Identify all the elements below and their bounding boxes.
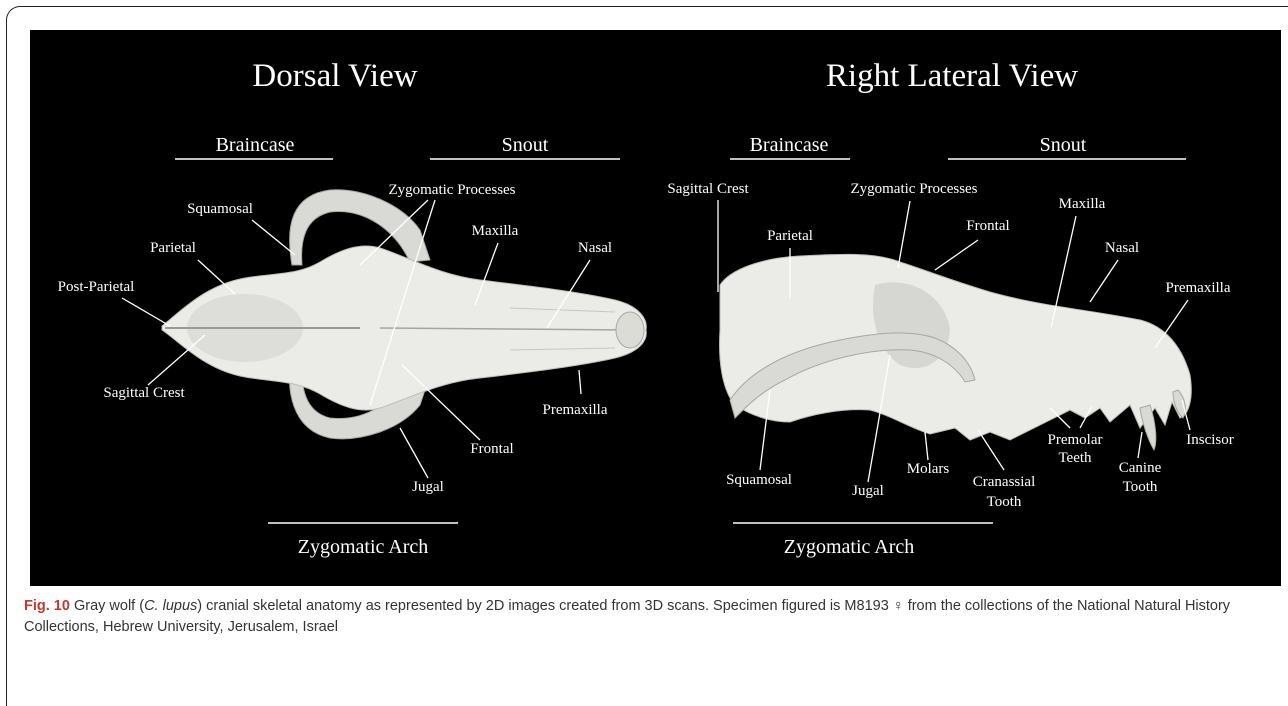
- dorsal-snout-header: Snout: [502, 134, 549, 156]
- lateral-label-molars: Molars: [907, 461, 950, 477]
- lateral-label-zygomatic-processes: Zygomatic Processes: [850, 181, 977, 197]
- lateral-label-premolar-teeth-1: Premolar: [1048, 432, 1103, 448]
- lateral-label-nasal: Nasal: [1105, 240, 1139, 256]
- lateral-label-inscisor: Inscisor: [1186, 432, 1234, 448]
- dorsal-label-jugal: Jugal: [412, 479, 444, 495]
- dorsal-leader-jugal: [400, 428, 428, 478]
- lateral-label-carnassial-tooth-1: Cranassial: [973, 474, 1035, 490]
- dorsal-label-nasal: Nasal: [578, 240, 612, 256]
- lateral-braincase-header: Braincase: [750, 134, 829, 156]
- figure-caption: Fig. 10 Gray wolf (C. lupus) cranial ske…: [24, 596, 1274, 638]
- dorsal-view: Dorsal View Braincase Snout Squamosal Zy…: [58, 58, 647, 558]
- dorsal-leader-post-parietal: [122, 298, 170, 326]
- dorsal-leader-squamosal: [252, 220, 295, 255]
- lateral-leader-frontal: [935, 240, 978, 270]
- lateral-leader-zygomatic-processes: [898, 201, 910, 268]
- lateral-label-premolar-teeth-2: Teeth: [1058, 450, 1092, 466]
- dorsal-label-zygomatic-processes: Zygomatic Processes: [388, 182, 515, 198]
- lateral-leader-molars: [925, 432, 928, 460]
- lateral-view-title: Right Lateral View: [826, 58, 1078, 94]
- dorsal-braincase-header: Braincase: [216, 134, 295, 156]
- lateral-label-jugal: Jugal: [852, 483, 884, 499]
- dorsal-label-maxilla: Maxilla: [472, 223, 519, 239]
- dorsal-arch-header: Zygomatic Arch: [298, 536, 429, 558]
- lateral-label-sagittal-crest: Sagittal Crest: [667, 181, 749, 197]
- lateral-label-squamosal: Squamosal: [726, 472, 792, 488]
- lateral-label-premaxilla: Premaxilla: [1166, 280, 1231, 296]
- dorsal-view-title: Dorsal View: [252, 58, 417, 94]
- lateral-label-canine-tooth-2: Tooth: [1123, 479, 1158, 495]
- skull-diagram: Dorsal View Braincase Snout Squamosal Zy…: [30, 30, 1281, 586]
- dorsal-label-premaxilla: Premaxilla: [543, 402, 608, 418]
- lateral-label-maxilla: Maxilla: [1059, 196, 1106, 212]
- lateral-label-canine-tooth-1: Canine: [1119, 460, 1162, 476]
- lateral-label-carnassial-tooth-2: Tooth: [987, 494, 1022, 510]
- caption-text-1: Gray wolf (: [70, 598, 144, 614]
- caption-text-2: ) cranial skeletal anatomy as represente…: [24, 598, 1230, 635]
- lateral-leader-canine: [1138, 432, 1142, 458]
- figure-panel: Dorsal View Braincase Snout Squamosal Zy…: [30, 30, 1281, 586]
- lateral-leader-nasal: [1090, 260, 1118, 302]
- dorsal-label-post-parietal: Post-Parietal: [58, 279, 135, 295]
- lateral-label-parietal: Parietal: [767, 228, 813, 244]
- lateral-view: Right Lateral View Braincase Snout Sagit…: [667, 58, 1233, 558]
- dorsal-leader-premaxilla: [579, 370, 581, 394]
- dorsal-label-sagittal-crest: Sagittal Crest: [103, 385, 185, 401]
- lateral-arch-header: Zygomatic Arch: [784, 536, 915, 558]
- dorsal-label-squamosal: Squamosal: [187, 201, 253, 217]
- caption-species: C. lupus: [144, 598, 197, 614]
- dorsal-label-parietal: Parietal: [150, 240, 196, 256]
- lateral-label-frontal: Frontal: [966, 218, 1009, 234]
- lateral-snout-header: Snout: [1040, 134, 1087, 156]
- dorsal-leader-sagittal-crest: [148, 335, 205, 385]
- dorsal-label-frontal: Frontal: [470, 441, 513, 457]
- caption-fig-label: Fig. 10: [24, 598, 70, 614]
